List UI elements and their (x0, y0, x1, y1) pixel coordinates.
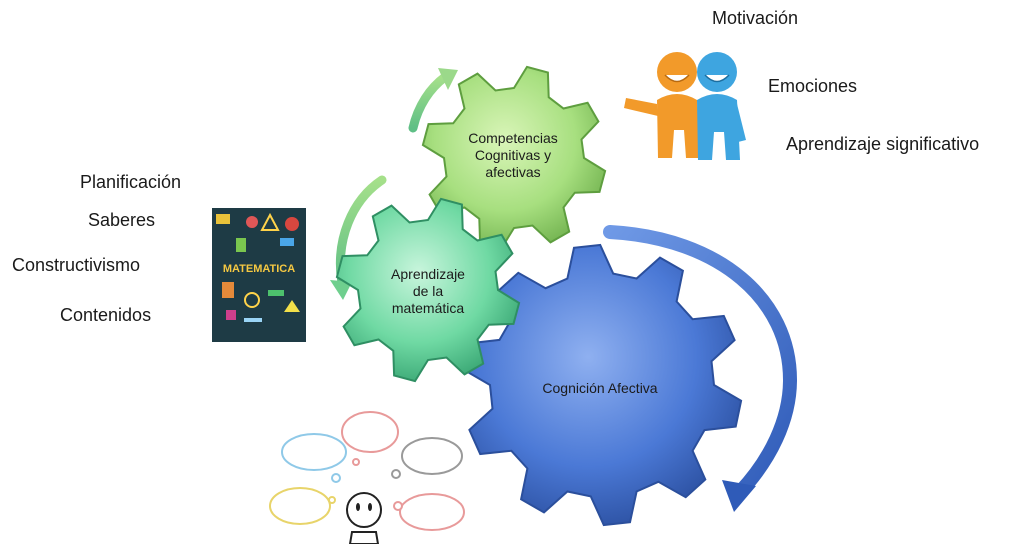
gear-cognicion-line-1: Cognición Afectiva (542, 380, 658, 396)
math-book-image: MATEMATICA (212, 208, 306, 342)
curved-arrow-top-green (408, 68, 458, 133)
gear-cognicion-label: Cognición Afectiva (520, 380, 680, 397)
gear-aprendizaje-label: Aprendizaje de la matemática (368, 266, 488, 317)
gear-cognicion-afectiva (461, 243, 743, 527)
book-title: MATEMATICA (223, 263, 295, 275)
term-constructivismo: Constructivismo (12, 255, 141, 275)
gear-aprendizaje-line-1: Aprendizaje (391, 266, 465, 282)
thinking-person-icon (346, 492, 382, 545)
term-emociones: Emociones (768, 76, 858, 96)
gear-aprendizaje-line-2: de la (412, 283, 444, 299)
gear-competencias (421, 65, 607, 251)
term-motivacion: Motivación (712, 8, 799, 28)
curved-arrow-right-blue (603, 225, 798, 512)
gear-aprendizaje (335, 197, 521, 383)
thought-cloud-icon (269, 411, 465, 531)
term-contenidos: Contenidos (60, 305, 152, 325)
term-planificacion: Planificación (80, 172, 182, 192)
two-people-icon (624, 52, 746, 160)
gear-competencias-line-3: afectivas (485, 164, 541, 180)
gear-competencias-label: Competencias Cognitivas y afectivas (452, 130, 574, 181)
term-aprendizaje-significativo: Aprendizaje significativo (786, 134, 980, 154)
gear-competencias-line-1: Competencias (468, 130, 558, 146)
gear-competencias-line-2: Cognitivas y (474, 147, 552, 163)
term-saberes: Saberes (88, 210, 156, 230)
gear-aprendizaje-line-3: matemática (391, 300, 465, 316)
